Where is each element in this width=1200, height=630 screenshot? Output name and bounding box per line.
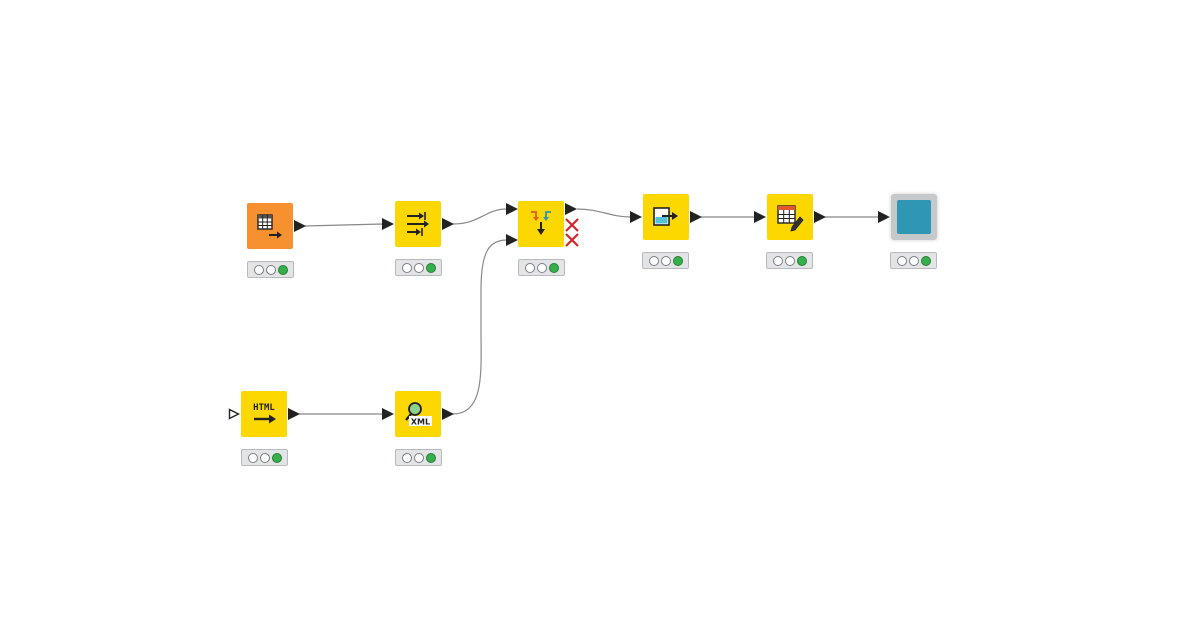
status-light-yellow [536,262,547,273]
output-port[interactable] [689,210,703,224]
status-light-green [672,255,683,266]
status-light-green [920,255,931,266]
node-table-creator[interactable] [247,203,293,249]
output-port[interactable] [293,219,307,233]
status-light-yellow [265,264,276,275]
status-light-red [772,255,783,266]
table-edit-icon [777,205,804,232]
edge-concatenate-to-table-out[interactable] [576,208,632,218]
node-status-html-reader [241,449,288,466]
view-square-icon [897,200,931,234]
node-status-xpath [395,449,442,466]
node-status-table-out [642,252,689,269]
table-creator-icon [257,214,282,239]
status-light-yellow [413,452,424,463]
input-port-top[interactable] [505,202,519,216]
node-column-filter[interactable] [395,201,441,247]
output-port[interactable] [564,202,578,216]
node-status-table-creator [247,261,294,278]
status-light-yellow [784,255,795,266]
column-filter-icon [407,212,429,236]
status-light-red [253,264,264,275]
table-out-icon [653,207,678,226]
status-light-red [896,255,907,266]
inactive-output-markers [565,218,579,247]
status-light-green [277,264,288,275]
output-port[interactable] [813,210,827,224]
node-xpath[interactable]: XML [395,391,441,437]
input-port[interactable] [629,210,643,224]
status-light-red [401,452,412,463]
node-status-column-filter [395,259,442,276]
node-concatenate[interactable] [518,201,564,247]
status-light-red [648,255,659,266]
optional-input-port[interactable] [228,408,240,420]
node-status-table-editor [766,252,813,269]
output-port[interactable] [441,217,455,231]
status-light-red [247,452,258,463]
status-light-green [425,262,436,273]
node-table-out[interactable] [643,194,689,240]
status-light-yellow [259,452,270,463]
node-status-concatenate [518,259,565,276]
xml-search-icon: XML [405,402,432,427]
status-light-green [796,255,807,266]
output-port[interactable] [441,407,455,421]
status-light-green [271,452,282,463]
concatenate-icon [531,211,551,235]
status-light-red [524,262,535,273]
svg-text:XML: XML [411,418,430,427]
node-table-editor[interactable] [767,194,813,240]
html-reader-icon: HTML [253,403,276,424]
input-port[interactable] [877,210,891,224]
edge-table-creator-to-column-filter[interactable] [304,223,384,227]
node-output-view[interactable] [891,194,937,240]
input-port[interactable] [381,217,395,231]
status-light-green [548,262,559,273]
status-light-red [401,262,412,273]
output-port[interactable] [287,407,301,421]
svg-text:HTML: HTML [253,403,275,413]
node-html-reader[interactable]: HTML [241,391,287,437]
edge-xpath-to-concatenate[interactable] [452,239,508,415]
node-status-output-view [890,252,937,269]
status-light-yellow [908,255,919,266]
edge-column-filter-to-concatenate[interactable] [452,208,508,225]
status-light-yellow [413,262,424,273]
status-light-yellow [660,255,671,266]
input-port-bottom[interactable] [505,233,519,247]
input-port[interactable] [753,210,767,224]
input-port[interactable] [381,407,395,421]
status-light-green [425,452,436,463]
